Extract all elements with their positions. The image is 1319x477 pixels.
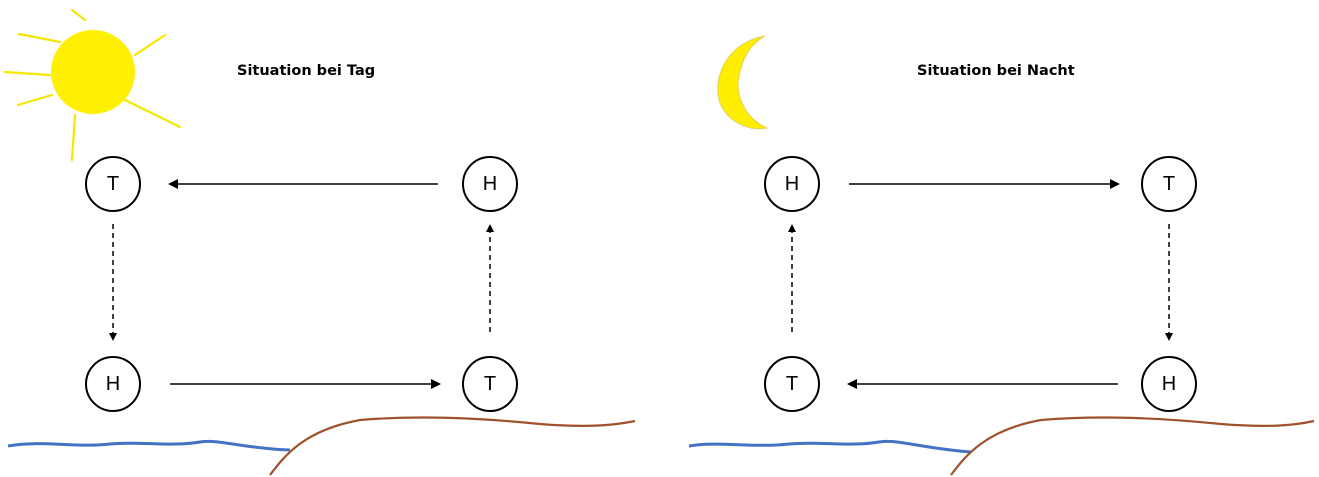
day-title: Situation bei Tag <box>237 63 376 79</box>
day-node-top-right: H <box>462 156 518 212</box>
night-node-top-right: T <box>1141 156 1197 212</box>
night-title: Situation bei Nacht <box>917 63 1075 79</box>
coast-line <box>269 416 636 476</box>
night-node-top-left: H <box>764 156 820 212</box>
night-node-bottom-left: T <box>764 356 820 412</box>
night-node-bottom-right: H <box>1141 356 1197 412</box>
day-drawing <box>3 8 636 476</box>
day-panel: Situation bei Tag T H H T <box>3 8 636 476</box>
coast-line <box>950 416 1315 476</box>
sun-icon <box>3 8 182 162</box>
night-panel: Situation bei Nacht H T T H <box>659 0 1319 477</box>
sea-line <box>7 439 291 452</box>
day-node-bottom-left: H <box>85 356 141 412</box>
day-node-top-left: T <box>85 156 141 212</box>
night-drawing <box>688 35 1315 476</box>
day-node-bottom-right: T <box>462 356 518 412</box>
moon-icon <box>717 35 769 130</box>
sea-line <box>688 439 972 454</box>
